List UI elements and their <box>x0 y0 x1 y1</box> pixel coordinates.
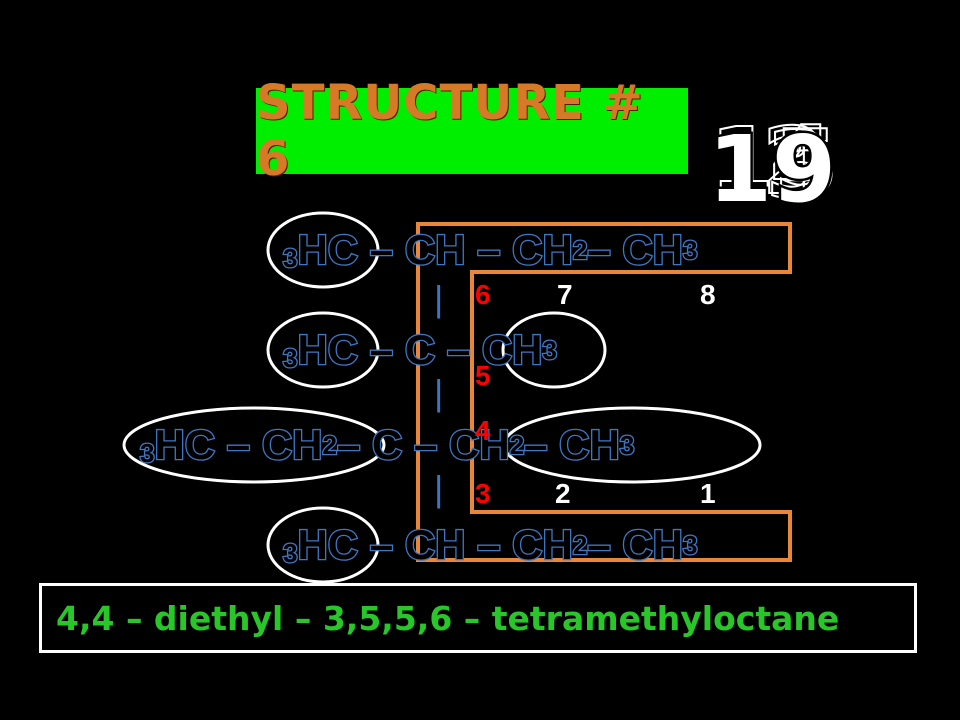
substituent-circle-row2-right-methyl <box>501 311 607 389</box>
formula-subscript: 2 <box>508 428 525 461</box>
row-prefix: 3 <box>282 241 299 274</box>
formula-subscript: 2 <box>572 528 589 561</box>
substituent-circle-row2-left-methyl <box>266 311 380 389</box>
countdown-current: 19 <box>705 114 838 226</box>
countdown-ghost-digit: 4 <box>769 105 835 214</box>
formula-text: – C – CH <box>336 420 511 470</box>
vertical-bond: | <box>434 372 444 413</box>
row-prefix: 3 <box>139 436 156 469</box>
chain-number: 8 <box>700 279 716 310</box>
longest-chain-outline <box>416 222 792 562</box>
chain-number: 7 <box>557 279 573 310</box>
chain-number: 3 <box>475 478 491 509</box>
formula-subscript: 3 <box>541 333 558 366</box>
chain-number: 6 <box>475 279 491 310</box>
formula-subscript: 2 <box>321 428 338 461</box>
formula-subscript: 3 <box>682 528 699 561</box>
vertical-bond: | <box>434 468 444 509</box>
formula-text: HC – CH – CH <box>296 520 574 570</box>
row-prefix: 3 <box>282 536 299 569</box>
formula-text: – CH <box>586 520 684 570</box>
formula-text: HC – CH <box>153 420 324 470</box>
formula-text: HC – CH – CH <box>296 225 574 275</box>
countdown-ghost-digit: 3 <box>765 111 831 220</box>
answer-box: 4,4 – diethyl – 3,5,5,6 – tetramethyloct… <box>39 583 917 653</box>
vertical-bond: | <box>434 278 444 319</box>
formula-subscript: 2 <box>572 233 589 266</box>
chain-number: 5 <box>475 360 491 391</box>
formula-text: HC – C – CH <box>296 325 544 375</box>
chain-number: 1 <box>700 478 716 509</box>
countdown-ghost-digit: 1 <box>709 107 775 216</box>
substituent-circle-row1-methyl <box>266 211 380 289</box>
countdown-ghost-digit: 5 <box>773 109 839 218</box>
row-prefix: 3 <box>282 341 299 374</box>
substituent-circle-row3-left-ethyl <box>122 406 386 484</box>
chain-number: 2 <box>555 478 571 509</box>
countdown-timer: 1 2 3 4 5 19 <box>700 105 850 226</box>
chain-number: 4 <box>475 415 491 446</box>
substituent-circle-row3-right-ethyl <box>502 406 762 484</box>
formula-subscript: 3 <box>682 233 699 266</box>
countdown-ghost-digit: 2 <box>761 107 827 216</box>
formula-text: – CH <box>523 420 621 470</box>
formula-text: – CH <box>586 225 684 275</box>
compound-name: 4,4 – diethyl – 3,5,5,6 – tetramethyloct… <box>56 598 840 638</box>
substituent-circle-row4-methyl <box>266 506 380 584</box>
formula-subscript: 3 <box>619 428 636 461</box>
